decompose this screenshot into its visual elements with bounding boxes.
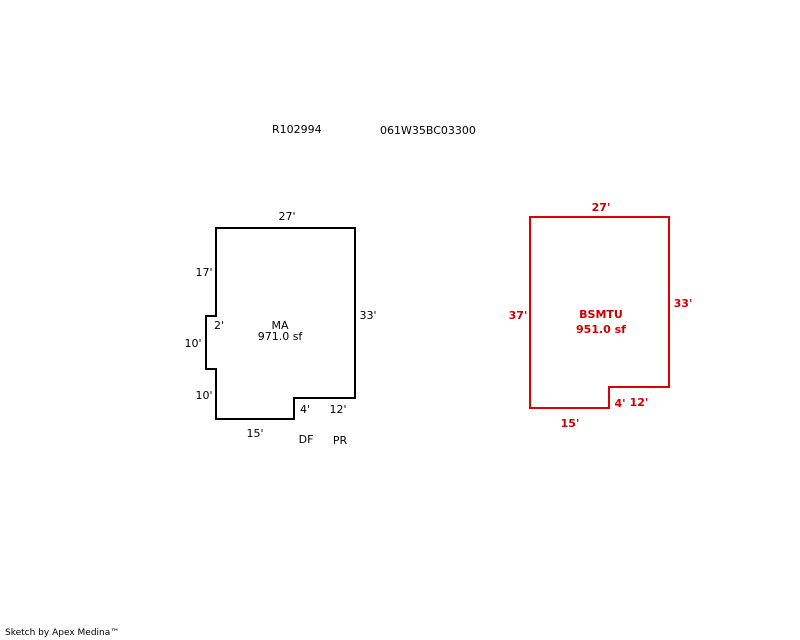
- basement-outline: [529, 216, 670, 409]
- bsmt-dim-right: 33': [674, 297, 693, 310]
- ma-dim-left-lower: 10': [195, 389, 212, 402]
- parcel-id: R102994: [272, 123, 322, 136]
- ma-dim-bottom-left: 15': [246, 427, 263, 440]
- df-label: DF: [299, 433, 314, 446]
- ma-dim-step: 4': [300, 403, 310, 416]
- pr-label: PR: [333, 434, 348, 447]
- bsmt-dim-bottom-left: 15': [561, 417, 580, 430]
- map-number: 061W35BC03300: [380, 124, 476, 137]
- footer-credit: Sketch by Apex Medina™: [5, 628, 120, 638]
- bsmt-code-label: BSMTU: [579, 308, 623, 321]
- ma-dim-bottom-right: 12': [329, 403, 346, 416]
- bsmt-dim-step: 4': [614, 397, 625, 410]
- ma-dim-right: 33': [359, 309, 376, 322]
- ma-code-label: MA: [271, 319, 288, 332]
- ma-dim-notch-depth: 2': [214, 319, 224, 332]
- bsmt-area-label: 951.0 sf: [576, 323, 626, 336]
- ma-area-label: 971.0 sf: [258, 330, 304, 343]
- bsmt-dim-left: 37': [509, 309, 528, 322]
- ma-dim-left-upper: 17': [195, 266, 212, 279]
- ma-dim-top: 27': [278, 210, 295, 223]
- bsmt-dim-top: 27': [592, 201, 611, 214]
- ma-dim-notch-height: 10': [184, 337, 201, 350]
- bsmt-dim-bottom-right: 12': [630, 396, 649, 409]
- main-area-outline: [205, 227, 356, 420]
